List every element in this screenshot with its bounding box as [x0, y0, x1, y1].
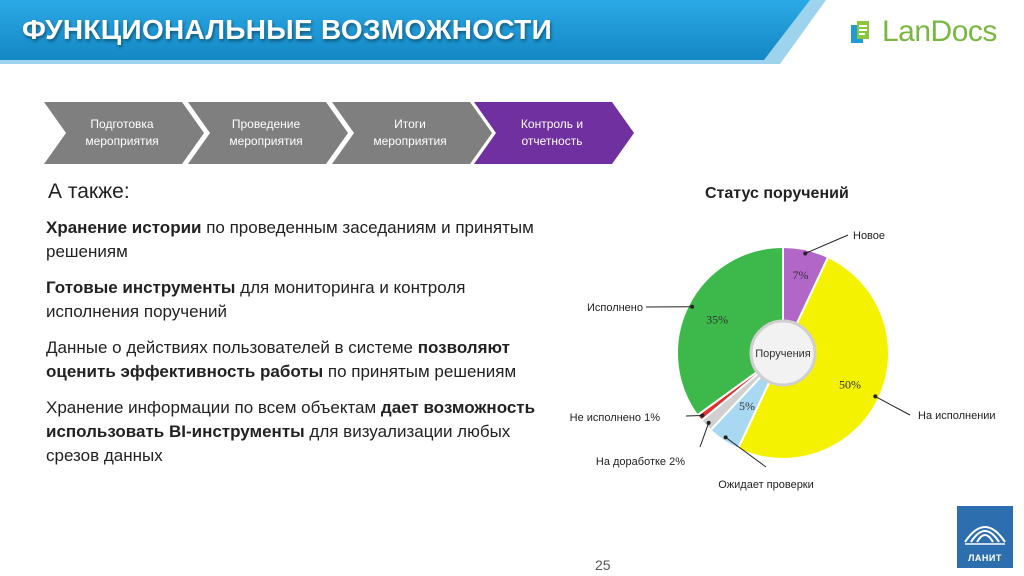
- pie-category-label-2: Ожидает проверки: [718, 479, 814, 491]
- page-title: ФУНКЦИОНАЛЬНЫЕ ВОЗМОЖНОСТИ: [22, 14, 552, 45]
- feature-tools-rest: для мониторинга и контроля исполнения по…: [46, 278, 466, 321]
- feature-bi-bold: дает возможность использовать BI-инструм…: [46, 398, 536, 441]
- lanit-logo: ЛАНИТ: [957, 506, 1013, 568]
- chart-title: Статус поручений: [705, 185, 849, 202]
- pie-leader-line-1: [875, 395, 911, 416]
- pie-leader-dot-3: [706, 420, 711, 425]
- feature-tools: Готовые инструменты для мониторинга и ко…: [46, 276, 546, 324]
- step-preparation-line1: Подготовка: [90, 117, 154, 131]
- pie-category-label-4: Не исполнено 1%: [570, 412, 661, 424]
- feature-user-actions: Данные о действиях пользователей в систе…: [46, 336, 546, 384]
- feature-history-bold: Хранение истории: [46, 218, 202, 237]
- step-conducting-line2: мероприятия: [229, 134, 303, 148]
- pie-center: [749, 319, 817, 387]
- lanit-logo-text: ЛАНИТ: [968, 553, 1002, 563]
- pie-value-label-2: 5%: [739, 399, 755, 413]
- pie-category-label-0: Новое: [853, 230, 885, 242]
- title-banner: ФУНКЦИОНАЛЬНЫЕ ВОЗМОЖНОСТИ: [0, 0, 830, 66]
- pie-leader-dot-4: [700, 413, 705, 418]
- landocs-logo-text: LanDocs: [882, 15, 997, 48]
- feature-history-rest: по проведенным заседаниям и принятым реш…: [46, 218, 534, 261]
- title-banner-shape: [0, 0, 826, 64]
- feature-bi-rest: для визуализации любых срезов данных: [46, 422, 511, 465]
- pie-chart: Поручения 7% 50% 5% 35% Новое На исполненииОжи…: [570, 230, 996, 491]
- landocs-logo: LanDocs: [848, 12, 997, 52]
- pie-value-label-0: 7%: [792, 268, 808, 282]
- pie-value-label-1: 50%: [839, 378, 861, 392]
- step-conducting-line1: Проведение: [231, 117, 301, 131]
- step-results-line2: мероприятия: [373, 134, 447, 148]
- pie-leader-line-0: [805, 234, 849, 254]
- pie-leader-dot-0: [803, 251, 808, 256]
- pie-center-label: Поручения: [755, 348, 811, 360]
- pie-leader-dot-1: [873, 394, 878, 399]
- features-list: Хранение истории по проведенным заседани…: [46, 216, 546, 480]
- feature-history: Хранение истории по проведенным заседани…: [46, 216, 546, 264]
- also-label: А также:: [48, 180, 130, 203]
- step-control-line1: Контроль и: [520, 117, 584, 131]
- feature-bi: Хранение информации по всем объектам дае…: [46, 396, 546, 468]
- pie-category-label-1: На исполнении: [918, 410, 996, 422]
- page-number: 25: [595, 557, 611, 573]
- landocs-logo-icon: [851, 21, 869, 43]
- feature-bi-pre: Хранение информации по всем объектам: [46, 398, 381, 417]
- process-steps: Подготовка мероприятия Проведение меропр…: [44, 102, 634, 168]
- pie-leader-dot-2: [723, 435, 728, 440]
- pie-slice-5: [676, 245, 784, 417]
- step-control-line2: отчетность: [521, 134, 583, 148]
- pie-value-label-5: 35%: [706, 312, 728, 326]
- feature-tools-bold: Готовые инструменты: [46, 278, 236, 297]
- step-results-line1: Итоги: [394, 117, 426, 131]
- step-preparation-line2: мероприятия: [85, 134, 159, 148]
- lanit-logo-icon: [964, 526, 1006, 545]
- feature-user-actions-bold: позволяют оценить эффективность работы: [46, 338, 510, 381]
- pie-leader-line-3: [699, 422, 710, 448]
- pie-leader-line-2: [725, 436, 767, 468]
- pie-category-label-5: Исполнено: [587, 302, 643, 314]
- pie-leader-dot-5: [690, 304, 695, 309]
- feature-user-actions-pre: Данные о действиях пользователей в систе…: [46, 338, 418, 357]
- pie-category-label-3: На доработке 2%: [596, 456, 685, 468]
- feature-user-actions-rest: по принятым решениям: [323, 362, 517, 381]
